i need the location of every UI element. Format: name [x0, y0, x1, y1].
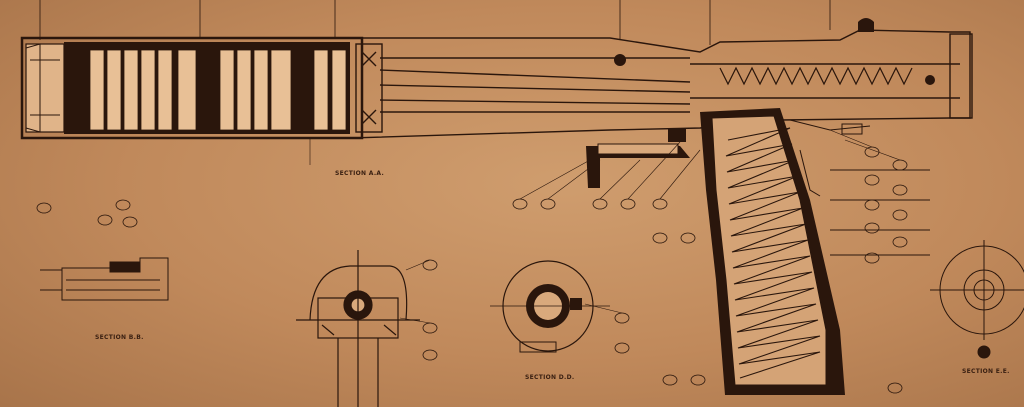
section-ee-label: SECTION E.E.	[962, 368, 1010, 375]
section-bb-drawing	[40, 257, 169, 301]
callout-leaders	[309, 129, 901, 324]
bolt-pin	[925, 75, 935, 85]
baffle-stack	[89, 49, 347, 131]
top-leader-lines	[39, 0, 831, 45]
barrel-pin	[614, 54, 626, 66]
section-ee-drawing	[930, 240, 1024, 359]
section-aa-drawing	[296, 250, 420, 407]
magazine-spring	[725, 127, 821, 379]
section-aa-label: SECTION A.A.	[335, 170, 385, 177]
muzzle-detail	[25, 43, 60, 133]
barrel-receiver	[349, 29, 973, 139]
trigger-assembly	[586, 128, 690, 188]
section-bb-label: SECTION B.B.	[95, 334, 144, 341]
recoil-spring	[719, 66, 913, 86]
part-balloons	[36, 146, 908, 394]
section-dd-drawing	[490, 260, 610, 353]
front-sight	[858, 18, 874, 32]
section-dd-label: SECTION D.D.	[525, 374, 575, 381]
